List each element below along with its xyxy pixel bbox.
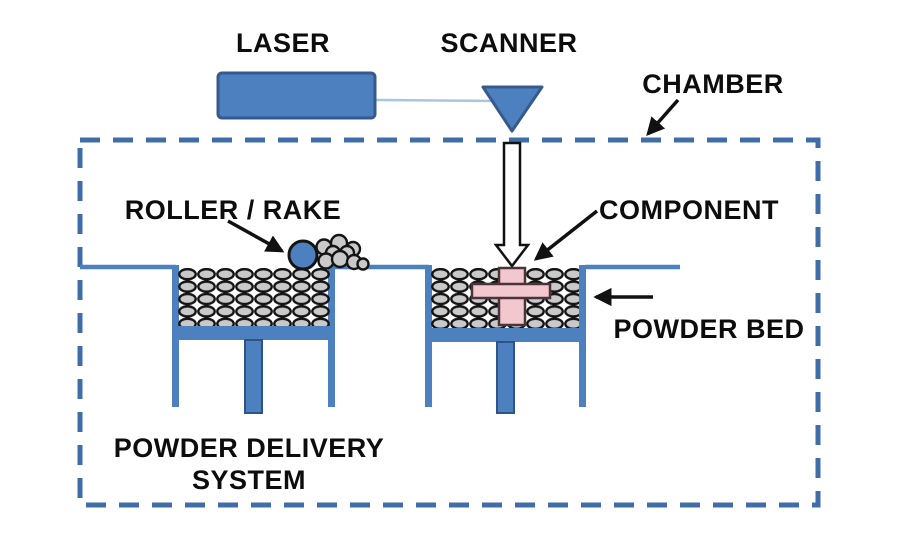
component-horizontal-bar xyxy=(470,282,552,300)
build-piston-rod xyxy=(496,341,515,414)
powder-bed-label: POWDER BED xyxy=(613,314,805,344)
laser-box xyxy=(216,71,377,120)
chamber-arrow xyxy=(646,98,680,137)
build-piston-plate xyxy=(425,328,586,342)
delivery-piston-rod xyxy=(244,339,263,414)
laser-beam-arrow-icon xyxy=(493,141,531,269)
laser-label: LASER xyxy=(235,28,331,58)
scanner-label: SCANNER xyxy=(440,28,578,58)
powder-delivery-system-label: POWDER DELIVERY SYSTEM xyxy=(114,432,385,496)
component-label: COMPONENT xyxy=(599,195,779,225)
component-arrow xyxy=(533,209,599,261)
laser-beam xyxy=(374,98,498,103)
build-container xyxy=(425,265,586,414)
powder-pile xyxy=(315,233,370,271)
chamber-boundary xyxy=(77,137,821,508)
powder-delivery-container xyxy=(172,265,335,414)
delivery-powder xyxy=(178,268,330,328)
roller-arrow xyxy=(227,219,285,253)
scanner-mirror-icon xyxy=(481,85,544,133)
roller-icon xyxy=(287,239,319,271)
chamber-label: CHAMBER xyxy=(642,69,784,99)
delivery-piston-plate xyxy=(172,326,335,340)
roller-rake-label: ROLLER / RAKE xyxy=(124,195,342,225)
powder-delivery-line2: SYSTEM xyxy=(191,465,307,495)
powder-delivery-line1: POWDER DELIVERY xyxy=(113,433,385,463)
